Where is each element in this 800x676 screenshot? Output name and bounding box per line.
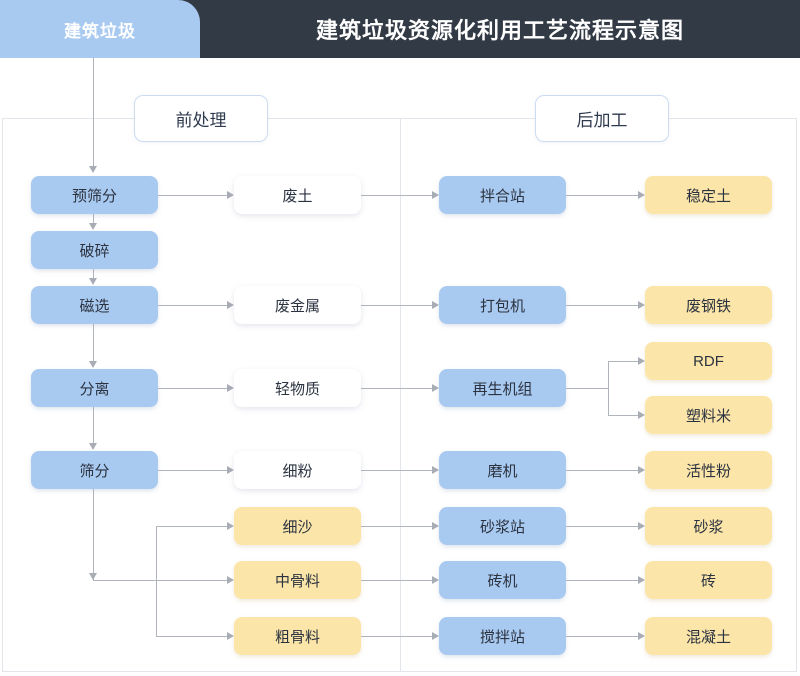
node-mill[interactable]: 磨机 bbox=[439, 451, 566, 489]
node-stable-soil[interactable]: 稳定土 bbox=[645, 176, 772, 214]
connector-waste-metal-to-baler bbox=[361, 305, 436, 306]
connector-prescreen-to-crush bbox=[93, 214, 94, 225]
connector-trunk-to-coarse-agg bbox=[156, 636, 231, 637]
connector-mixing-station-to-stable-soil bbox=[566, 195, 642, 196]
arrowhead-mill-to-active-powder bbox=[638, 466, 645, 474]
arrowhead-recycle-unit-to-plastic-grain bbox=[638, 411, 645, 419]
connector-trunk-to-fine-sand bbox=[156, 526, 231, 527]
arrowhead-screen-to-aggregate-bus bbox=[89, 573, 97, 580]
connector-tab-to-prescreen bbox=[93, 58, 94, 168]
connector-mid-agg-to-brick-machine bbox=[361, 580, 436, 581]
node-screening[interactable]: 筛分 bbox=[31, 451, 158, 489]
node-baler[interactable]: 打包机 bbox=[439, 286, 566, 324]
connector-prescreen-to-waste-soil bbox=[158, 195, 231, 196]
node-mixing-station[interactable]: 拌合站 bbox=[439, 176, 566, 214]
node-fine-sand[interactable]: 细沙 bbox=[234, 507, 361, 545]
connector-bus-to-mid-agg bbox=[93, 580, 231, 581]
node-brick[interactable]: 砖 bbox=[645, 561, 772, 599]
connector-recycle-unit-stem bbox=[566, 388, 608, 389]
node-light-matter[interactable]: 轻物质 bbox=[234, 369, 361, 407]
arrowhead-light-matter-to-recycle-unit bbox=[432, 384, 439, 392]
arrowhead-fine-sand-to-mortar-station bbox=[432, 522, 439, 530]
connector-coarse-agg-to-stir-station bbox=[361, 636, 436, 637]
arrowhead-mortar-station-to-mortar bbox=[638, 522, 645, 530]
arrowhead-baler-to-scrap-steel bbox=[638, 301, 645, 309]
connector-recycle-unit-to-rdf bbox=[608, 361, 642, 362]
arrowhead-waste-metal-to-baler bbox=[432, 301, 439, 309]
arrowhead-recycle-unit-to-rdf bbox=[638, 357, 645, 365]
connector-magnetic-to-waste-metal bbox=[158, 305, 231, 306]
node-magnetic-separation[interactable]: 磁选 bbox=[31, 286, 158, 324]
connector-waste-soil-to-mixing-station bbox=[361, 195, 436, 196]
connector-screen-to-fine-powder bbox=[158, 470, 231, 471]
node-coarse-aggregate[interactable]: 粗骨料 bbox=[234, 617, 361, 655]
node-mortar-station[interactable]: 砂浆站 bbox=[439, 507, 566, 545]
connector-light-matter-to-recycle-unit bbox=[361, 388, 436, 389]
node-stir-station[interactable]: 搅拌站 bbox=[439, 617, 566, 655]
connector-separate-to-screen bbox=[93, 407, 94, 445]
node-pre-screen[interactable]: 预筛分 bbox=[31, 176, 158, 214]
connector-brick-machine-to-brick bbox=[566, 580, 642, 581]
node-plastic-grain[interactable]: 塑料米 bbox=[645, 396, 772, 434]
arrowhead-bus-to-mid-agg bbox=[227, 576, 234, 584]
arrowhead-fine-powder-to-mill bbox=[432, 466, 439, 474]
connector-mill-to-active-powder bbox=[566, 470, 642, 471]
arrowhead-mixing-station-to-stable-soil bbox=[638, 191, 645, 199]
node-mortar[interactable]: 砂浆 bbox=[645, 507, 772, 545]
node-separation[interactable]: 分离 bbox=[31, 369, 158, 407]
arrowhead-waste-soil-to-mixing-station bbox=[432, 191, 439, 199]
node-concrete[interactable]: 混凝土 bbox=[645, 617, 772, 655]
arrowhead-magnetic-to-waste-metal bbox=[227, 301, 234, 309]
arrowhead-separate-to-light-matter bbox=[227, 384, 234, 392]
stage-label-pre-process: 前处理 bbox=[134, 95, 268, 142]
connector-separate-to-light-matter bbox=[158, 388, 231, 389]
arrowhead-coarse-agg-to-stir-station bbox=[432, 632, 439, 640]
connector-recycle-unit-split bbox=[608, 361, 609, 415]
node-mid-aggregate[interactable]: 中骨料 bbox=[234, 561, 361, 599]
stage-divider bbox=[400, 118, 401, 672]
node-fine-powder[interactable]: 细粉 bbox=[234, 451, 361, 489]
node-waste-metal[interactable]: 废金属 bbox=[234, 286, 361, 324]
arrowhead-prescreen-to-crush bbox=[89, 223, 97, 230]
arrowhead-brick-machine-to-brick bbox=[638, 576, 645, 584]
connector-crush-to-magnetic bbox=[93, 269, 94, 280]
arrowhead-crush-to-magnetic bbox=[89, 278, 97, 285]
node-waste-soil[interactable]: 废土 bbox=[234, 176, 361, 214]
arrowhead-stir-station-to-concrete bbox=[638, 632, 645, 640]
connector-aggregate-trunk bbox=[156, 526, 157, 636]
connector-recycle-unit-to-plastic-grain bbox=[608, 415, 642, 416]
connector-fine-sand-to-mortar-station bbox=[361, 526, 436, 527]
node-brick-machine[interactable]: 砖机 bbox=[439, 561, 566, 599]
arrowhead-magnetic-to-separate bbox=[89, 361, 97, 368]
node-active-powder[interactable]: 活性粉 bbox=[645, 451, 772, 489]
arrowhead-separate-to-screen bbox=[89, 443, 97, 450]
connector-stir-station-to-concrete bbox=[566, 636, 642, 637]
node-rdf[interactable]: RDF bbox=[645, 342, 772, 380]
connector-magnetic-to-separate bbox=[93, 324, 94, 363]
header-tab-construction-waste[interactable]: 建筑垃圾 bbox=[0, 0, 200, 58]
arrowhead-tab-to-prescreen bbox=[89, 166, 97, 173]
connector-screen-to-aggregate-bus bbox=[93, 489, 94, 580]
page-title: 建筑垃圾资源化利用工艺流程示意图 bbox=[315, 18, 684, 43]
arrowhead-prescreen-to-waste-soil bbox=[227, 191, 234, 199]
connector-fine-powder-to-mill bbox=[361, 470, 436, 471]
node-crush[interactable]: 破碎 bbox=[31, 231, 158, 269]
arrowhead-trunk-to-coarse-agg bbox=[227, 632, 234, 640]
connector-mortar-station-to-mortar bbox=[566, 526, 642, 527]
node-recycle-unit[interactable]: 再生机组 bbox=[439, 369, 566, 407]
arrowhead-mid-agg-to-brick-machine bbox=[432, 576, 439, 584]
node-scrap-steel[interactable]: 废钢铁 bbox=[645, 286, 772, 324]
stage-label-post-process: 后加工 bbox=[535, 95, 669, 142]
arrowhead-screen-to-fine-powder bbox=[227, 466, 234, 474]
arrowhead-trunk-to-fine-sand bbox=[227, 522, 234, 530]
connector-baler-to-scrap-steel bbox=[566, 305, 642, 306]
